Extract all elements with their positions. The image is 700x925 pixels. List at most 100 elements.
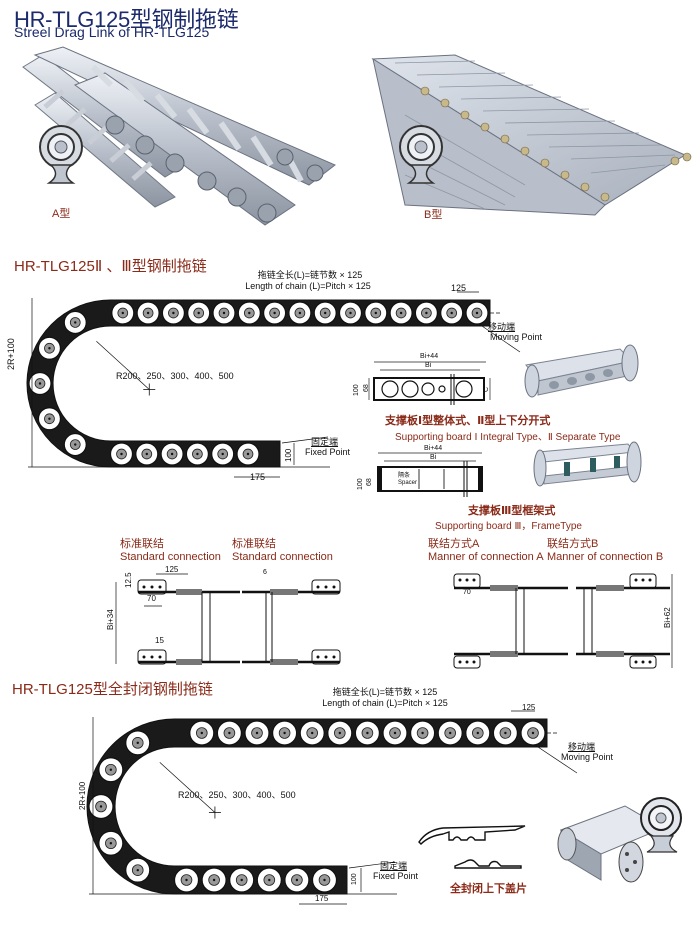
chain-link [288, 301, 312, 325]
chain-link [63, 310, 87, 335]
end-dim-2: 175 [315, 894, 329, 903]
board-3-outer-dim: Bi+44 [424, 445, 443, 452]
chain-link [201, 867, 227, 893]
connection-b-label-en: Manner of connection B [547, 551, 664, 563]
moving-point-cn: 移动端 [488, 322, 516, 332]
chain-link [256, 867, 282, 893]
chain-link [160, 442, 184, 466]
type-b-photo [371, 54, 692, 216]
chain-link [338, 301, 363, 325]
chain-link [440, 301, 464, 325]
enclosed-link-photo [557, 797, 682, 883]
link-profile-icon [39, 125, 83, 184]
long-chain [33, 46, 336, 226]
chain-link [263, 301, 287, 325]
connection-2-label-en: Standard connection [232, 551, 333, 563]
conn-dim-125: 125 [165, 565, 179, 574]
chain-link [237, 301, 261, 325]
section1-title: HR-TLG125Ⅱ 、Ⅲ型钢制拖链 [14, 258, 207, 275]
moving-point-en-2: Moving Point [561, 752, 614, 762]
board-3-caption-en: Supporting board Ⅲ，FrameType [435, 521, 582, 532]
board-3-drawing [377, 452, 483, 497]
fixed-point-en: Fixed Point [305, 447, 351, 457]
type-a-label: A型 [52, 208, 71, 220]
connection-a-label-en: Manner of connection A [428, 551, 544, 563]
radius-options-2: R200、250、300、400、500 [178, 790, 296, 800]
chain-link [354, 720, 380, 746]
chain-link [98, 757, 124, 783]
chain-link [410, 720, 436, 746]
conn-dim-12-5: 12.5 [124, 572, 133, 588]
chain-link [414, 301, 438, 325]
chain-link [299, 720, 325, 746]
board-1-height-dim: 100 [353, 384, 360, 396]
chain-link [229, 867, 255, 893]
chain-link [313, 301, 337, 325]
chain-link [465, 720, 491, 746]
chain-link [465, 301, 489, 325]
chain-link [272, 720, 298, 746]
link-profile-icon [399, 125, 443, 184]
chain-link [311, 867, 338, 893]
chain-link [364, 301, 388, 325]
board-1-inner-height-dim: 68 [363, 384, 370, 392]
chain-diagram-1 [26, 291, 521, 478]
connection-2-label-cn: 标准联结 [232, 538, 276, 550]
chain-link [187, 301, 211, 325]
chain-diagram-2 [86, 710, 578, 905]
cover-caption: 全封闭上下盖片 [450, 883, 527, 895]
conn-b-dim-bi62: Bi+62 [663, 607, 672, 628]
type-b-label: B型 [424, 209, 443, 221]
chain-link [185, 442, 209, 466]
moving-point-cn-2: 移动端 [568, 742, 596, 752]
chain-link [63, 432, 87, 457]
chain-link [136, 301, 160, 325]
board-1-outer-dim: Bi+44 [420, 353, 439, 360]
chain-link [284, 867, 310, 893]
height-dim: 2R+100 [6, 338, 16, 370]
connection-ab-drawing [453, 573, 673, 669]
fixed-point-cn: 固定端 [311, 437, 339, 447]
chain-link [212, 301, 236, 325]
spacer-en: Spacer [398, 480, 418, 486]
chain-link [437, 720, 463, 746]
chain-link [173, 867, 200, 893]
height-dim-2: 2R+100 [78, 781, 87, 810]
connection-1-label-en: Standard connection [120, 551, 221, 563]
connection-1-label: 标准联结 Standard connection [120, 538, 221, 564]
connection-standard-drawing [115, 573, 341, 665]
length-formula-en-2: Length of chain (L)=Pitch × 125 [322, 698, 448, 708]
chain-link [88, 793, 114, 820]
connection-1-label-cn: 标准联结 [120, 538, 164, 550]
section2-title: HR-TLG125型全封闭钢制拖链 [12, 681, 213, 698]
link-height-dim: 100 [284, 448, 293, 462]
board-1-photo [524, 344, 639, 398]
page-subtitle: Streel Drag Link of HR-TLG125 [14, 24, 210, 40]
page-title: HR-TLG125型钢制拖链 [14, 7, 239, 32]
connection-b-label: 联结方式B Manner of connection B [547, 538, 663, 564]
length-formula-cn: 拖链全长(L)=链节数 × 125 [257, 270, 363, 280]
conn-dim-6: 6 [263, 569, 267, 576]
fixed-point-cn-2: 固定端 [380, 861, 408, 871]
board-1-caption-en: Supporting board Ⅰ Integral Type、Ⅱ Separ… [395, 432, 621, 443]
chain-link [37, 407, 62, 431]
chain-link [135, 442, 159, 466]
connection-2-label: 标准联结 Standard connection [232, 538, 333, 564]
chain-link [125, 857, 151, 883]
chain-link [216, 720, 242, 746]
chain-link [109, 442, 134, 466]
chain-link [37, 336, 62, 360]
chain-link [520, 720, 546, 746]
board-1-caption-cn: 支撑板Ⅰ型整体式、Ⅱ型上下分开式 [385, 415, 551, 427]
chain-link [211, 442, 235, 466]
chain-link [161, 301, 185, 325]
conn-dim-70: 70 [147, 594, 156, 603]
board-1-inner-dim: Bi [425, 362, 432, 369]
length-formula-en: Length of chain (L)=Pitch × 125 [245, 281, 371, 291]
connection-a-label: 联结方式A Manner of connection A [428, 538, 544, 564]
end-dim: 175 [250, 472, 266, 482]
chain-link [327, 720, 353, 746]
chain-link [111, 301, 135, 325]
fixed-point-en-2: Fixed Point [373, 871, 419, 881]
board-1-drawing [368, 361, 491, 405]
